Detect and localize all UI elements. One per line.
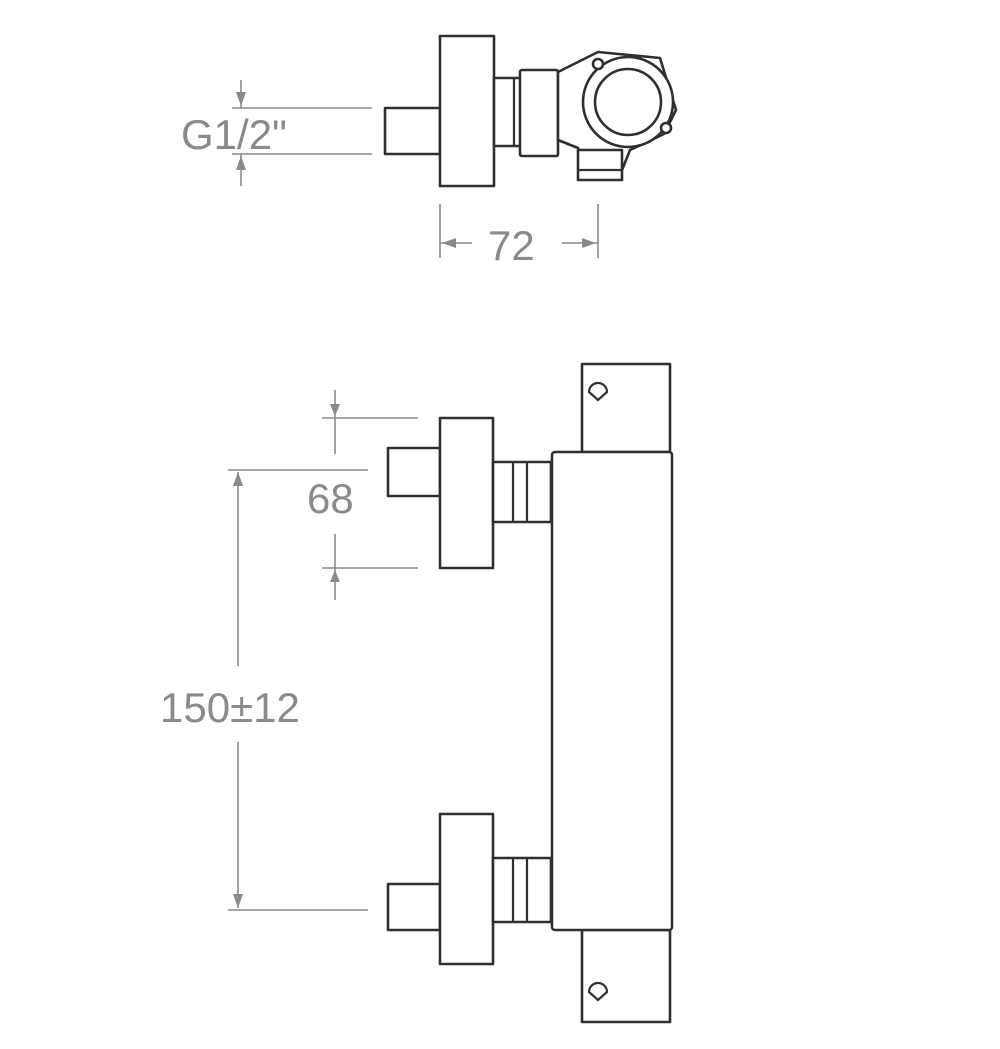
- top-outlet-spout: [576, 148, 624, 182]
- thread-size-label: G1/2": [181, 111, 287, 158]
- width-arrow-right: [582, 238, 596, 248]
- top-valve-screw-lower: [659, 121, 673, 135]
- top-nut: [518, 68, 560, 158]
- front-upper-flange: [438, 416, 495, 570]
- front-bottom-cap: [580, 928, 672, 1024]
- front-view: 68 150±12: [160, 362, 674, 1024]
- center-arrow-upper: [233, 472, 243, 486]
- thread-arrow-lower: [236, 156, 246, 170]
- front-main-body: [550, 450, 674, 932]
- front-top-cap-hole: [587, 381, 609, 402]
- width-arrow-left: [442, 238, 456, 248]
- top-flange: [438, 34, 496, 188]
- depth-arrow-lower: [330, 570, 340, 582]
- top-valve-inner-ring: [593, 67, 663, 137]
- front-bottom-cap-hole: [587, 981, 609, 1002]
- top-inlet-pipe: [383, 106, 442, 156]
- center-distance-label: 150±12: [160, 684, 300, 731]
- top-view: G1/2" 72: [181, 34, 678, 269]
- top-valve-screw-upper: [591, 57, 605, 71]
- front-lower-flange: [438, 812, 495, 966]
- depth-label: 68: [307, 475, 354, 522]
- front-upper-pipe: [386, 446, 442, 498]
- width-label: 72: [488, 222, 535, 269]
- thread-arrow-upper: [236, 92, 246, 106]
- center-arrow-lower: [233, 894, 243, 908]
- front-top-cap: [580, 362, 672, 454]
- front-upper-connector: [491, 460, 553, 524]
- depth-arrow-upper: [330, 404, 340, 416]
- front-lower-pipe: [386, 882, 442, 932]
- front-lower-connector: [491, 856, 553, 924]
